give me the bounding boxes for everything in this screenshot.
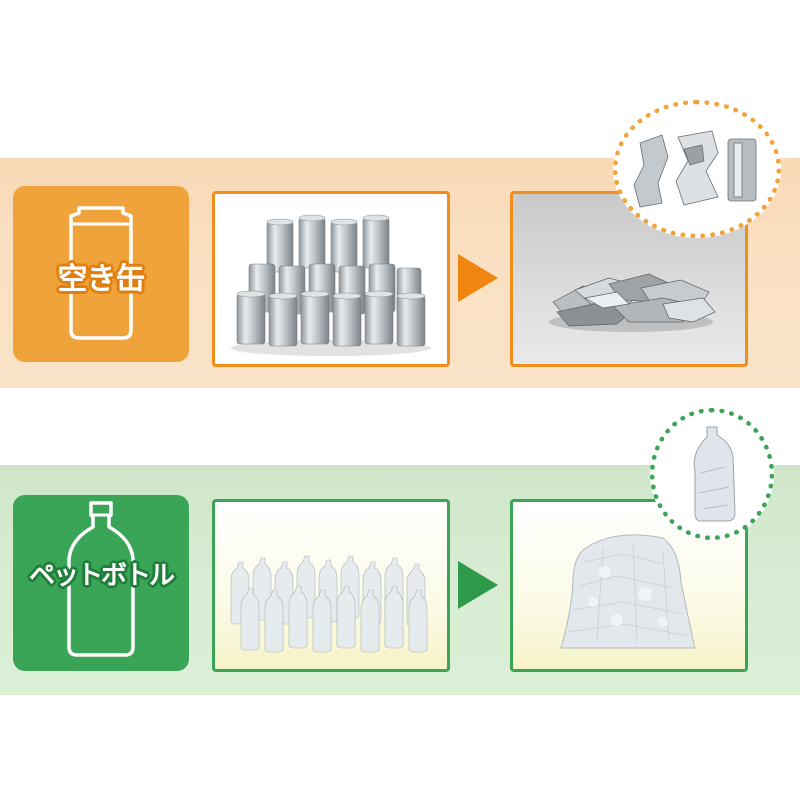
aluminum-can-icon: [69, 206, 133, 340]
arrow-right-icon: [458, 254, 498, 302]
pet-closeup-inset: [650, 408, 774, 540]
can-category-label: 空き缶: [57, 262, 146, 297]
can-category-tile: 空き缶: [13, 186, 189, 362]
arrow-right-icon: [458, 561, 498, 609]
pet-category-tile: ペットボトル: [13, 495, 189, 671]
pet-bottle-icon: [67, 501, 135, 657]
pet-before-photo: [212, 499, 450, 672]
pet-category-label: ペットボトル: [28, 561, 175, 591]
can-before-photo: [212, 191, 450, 367]
can-closeup-inset: [613, 100, 781, 238]
